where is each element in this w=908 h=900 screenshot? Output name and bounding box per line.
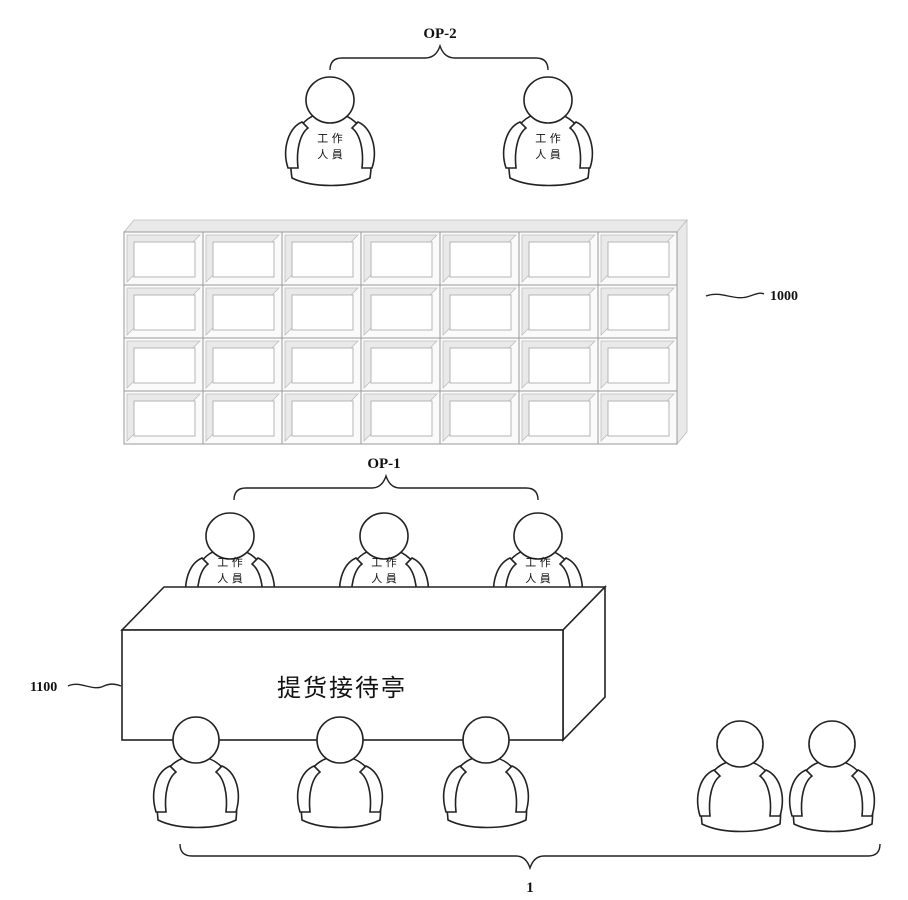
staff-text-line1: 工 作	[317, 132, 343, 145]
cabinet-compartment	[124, 285, 203, 338]
staff-text-line2: 人 員	[371, 572, 397, 585]
cabinet-ref-label: 1000	[770, 289, 798, 304]
cabinet-compartment	[519, 232, 598, 285]
cabinet-compartment	[361, 338, 440, 391]
cabinet-compartment	[598, 391, 677, 444]
staff-head	[206, 513, 254, 559]
cabinet-compartment	[282, 391, 361, 444]
cabinet-compartment	[598, 285, 677, 338]
staff-text-line1: 工 作	[371, 556, 397, 569]
cabinet-compartment	[519, 391, 598, 444]
staff-text-line2: 人 員	[535, 148, 561, 161]
reception-booth: 提货接待亭 1100	[30, 587, 605, 740]
staff-text-line1: 工 作	[525, 556, 551, 569]
cabinet-compartment	[282, 232, 361, 285]
op2-group: OP-2 工 作 人 員 工 作 人 員	[286, 26, 593, 186]
staff-text-line1: 工 作	[217, 556, 243, 569]
booth-top-face	[122, 587, 605, 630]
cabinet-compartment	[282, 285, 361, 338]
staff-text-line1: 工 作	[535, 132, 561, 145]
cabinet-compartment	[440, 232, 519, 285]
storage-cabinet: 1000	[124, 220, 798, 444]
cabinet-compartment	[440, 285, 519, 338]
cabinet-compartment	[361, 232, 440, 285]
staff-head	[524, 77, 572, 123]
cabinet-compartment	[203, 338, 282, 391]
customer-4	[698, 721, 783, 832]
customers-ref-label: 1	[526, 880, 534, 896]
cabinet-compartment	[361, 285, 440, 338]
staff-text-line2: 人 員	[525, 572, 551, 585]
op2-brace	[330, 46, 548, 70]
cabinet-leader-line	[706, 293, 764, 298]
cabinet-compartment	[519, 338, 598, 391]
customers-group: 1	[154, 717, 880, 896]
cabinet-compartment	[361, 391, 440, 444]
customer-5	[790, 721, 875, 832]
cabinet-top-face	[124, 220, 687, 232]
customers-brace	[180, 844, 880, 868]
cabinet-compartment	[124, 232, 203, 285]
staff-op2-right: 工 作 人 員	[504, 77, 593, 186]
staff-text-line2: 人 員	[317, 148, 343, 161]
op1-label: OP-1	[367, 456, 400, 472]
cabinet-side-face	[677, 220, 687, 444]
cabinet-compartment	[598, 232, 677, 285]
cabinet-grid	[124, 220, 687, 444]
booth-leader-line	[68, 684, 121, 688]
booth-name: 提货接待亭	[277, 674, 407, 702]
cabinet-compartment	[282, 338, 361, 391]
cabinet-compartment	[203, 391, 282, 444]
cabinet-compartment	[124, 338, 203, 391]
staff-head	[360, 513, 408, 559]
staff-text-line2: 人 員	[217, 572, 243, 585]
cabinet-compartment	[203, 285, 282, 338]
op1-brace	[234, 476, 538, 500]
cabinet-compartment	[598, 338, 677, 391]
booth-ref-label: 1100	[30, 680, 57, 695]
staff-head	[514, 513, 562, 559]
staff-head	[306, 77, 354, 123]
cabinet-compartment	[440, 391, 519, 444]
staff-op2-left: 工 作 人 員	[286, 77, 375, 186]
cabinet-compartment	[519, 285, 598, 338]
cabinet-compartment	[203, 232, 282, 285]
op2-label: OP-2	[423, 26, 456, 42]
cabinet-compartment	[124, 391, 203, 444]
cabinet-compartment	[440, 338, 519, 391]
